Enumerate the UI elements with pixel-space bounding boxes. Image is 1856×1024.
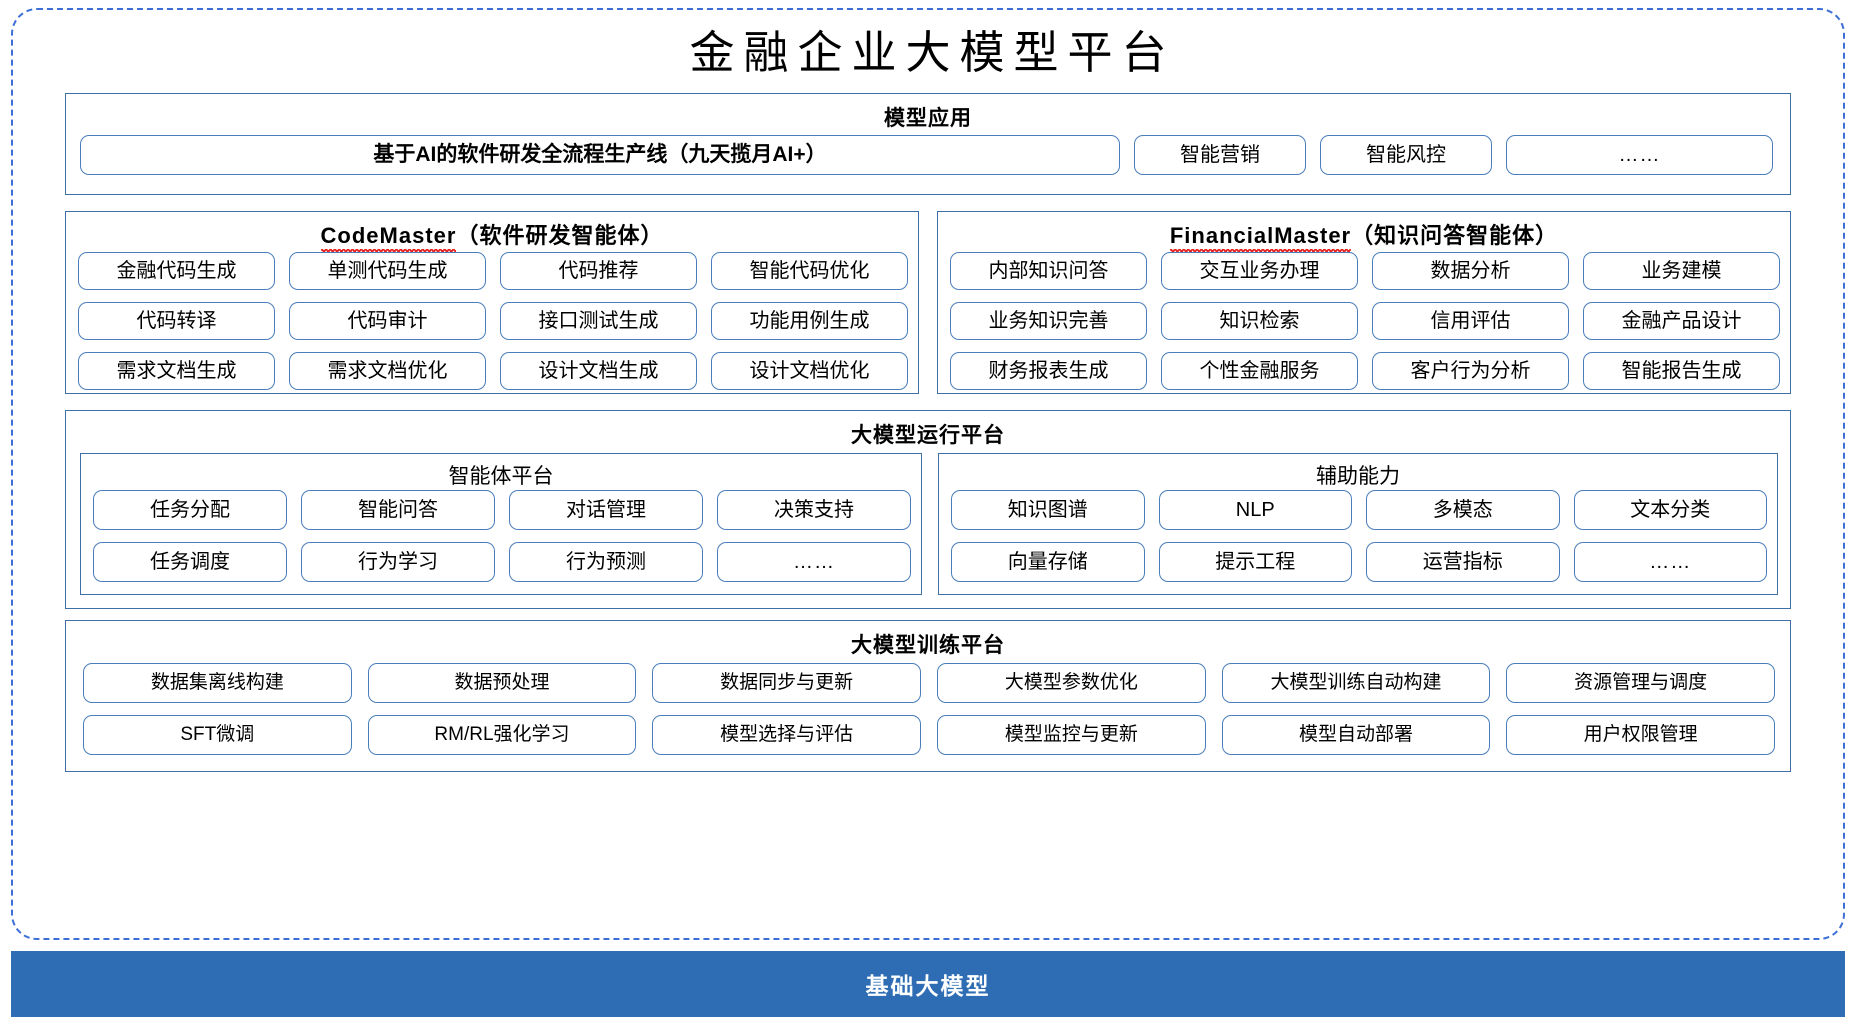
auxiliary-capability-grid: 知识图谱 NLP 多模态 文本分类 向量存储 提示工程 运营指标 …… [951, 490, 1767, 582]
capability-item[interactable]: 客户行为分析 [1372, 352, 1569, 390]
financialmaster-capability-grid: 内部知识问答 交互业务办理 数据分析 业务建模 业务知识完善 知识检索 信用评估… [950, 252, 1780, 390]
model-application-items: 基于AI的软件研发全流程生产线（九天揽月AI+） 智能营销 智能风控 …… [80, 135, 1777, 175]
capability-item[interactable]: 代码推荐 [500, 252, 697, 290]
capability-item[interactable]: 个性金融服务 [1161, 352, 1358, 390]
training-item[interactable]: 大模型训练自动构建 [1221, 663, 1491, 703]
training-item[interactable]: SFT微调 [83, 715, 352, 755]
runtime-item[interactable]: 提示工程 [1158, 542, 1352, 582]
codemaster-capability-grid: 金融代码生成 单测代码生成 代码推荐 智能代码优化 代码转译 代码审计 接口测试… [78, 252, 908, 390]
capability-item[interactable]: 交互业务办理 [1161, 252, 1358, 290]
training-item[interactable]: 大模型参数优化 [936, 663, 1206, 703]
capability-item[interactable]: 单测代码生成 [289, 252, 486, 290]
capability-item[interactable]: 智能代码优化 [711, 252, 908, 290]
training-item[interactable]: 数据同步与更新 [652, 663, 921, 703]
section-runtime-platform: 大模型运行平台 智能体平台 任务分配 智能问答 对话管理 决策支持 任务调度 行… [65, 410, 1791, 609]
section-agent-financialmaster: FinancialMaster（知识问答智能体） 内部知识问答 交互业务办理 数… [937, 211, 1791, 394]
training-item[interactable]: 模型自动部署 [1221, 715, 1491, 755]
subsection-auxiliary-capability: 辅助能力 知识图谱 NLP 多模态 文本分类 向量存储 提示工程 运营指标 …… [938, 453, 1778, 595]
training-item[interactable]: 数据集离线构建 [83, 663, 352, 703]
section-model-application: 模型应用 基于AI的软件研发全流程生产线（九天揽月AI+） 智能营销 智能风控 … [65, 93, 1791, 195]
capability-item[interactable]: 代码审计 [289, 302, 486, 340]
runtime-item[interactable]: 智能问答 [301, 490, 495, 530]
codemaster-latin-name: CodeMaster [320, 223, 457, 254]
section-title-runtime-platform: 大模型运行平台 [851, 424, 1005, 447]
app-item-smart-marketing[interactable]: 智能营销 [1134, 135, 1306, 175]
subsection-agent-platform: 智能体平台 任务分配 智能问答 对话管理 决策支持 任务调度 行为学习 行为预测… [80, 453, 922, 595]
training-item[interactable]: 模型选择与评估 [652, 715, 921, 755]
runtime-item[interactable]: 文本分类 [1573, 490, 1767, 530]
runtime-item[interactable]: 决策支持 [717, 490, 911, 530]
app-item-smart-risk-control[interactable]: 智能风控 [1320, 135, 1492, 175]
app-item-ai-pipeline[interactable]: 基于AI的软件研发全流程生产线（九天揽月AI+） [80, 135, 1120, 175]
capability-item[interactable]: 功能用例生成 [711, 302, 908, 340]
capability-item[interactable]: 智能报告生成 [1583, 352, 1780, 390]
capability-item[interactable]: 设计文档生成 [500, 352, 697, 390]
capability-item[interactable]: 需求文档生成 [78, 352, 275, 390]
capability-item[interactable]: 财务报表生成 [950, 352, 1147, 390]
section-title-codemaster: CodeMaster（软件研发智能体） [66, 218, 918, 254]
codemaster-cn-name: （软件研发智能体） [456, 223, 664, 248]
training-item[interactable]: 模型监控与更新 [936, 715, 1206, 755]
runtime-item-more[interactable]: …… [717, 542, 911, 582]
training-item[interactable]: 数据预处理 [367, 663, 637, 703]
capability-item[interactable]: 金融产品设计 [1583, 302, 1780, 340]
training-item[interactable]: 资源管理与调度 [1506, 663, 1775, 703]
capability-item[interactable]: 内部知识问答 [950, 252, 1147, 290]
runtime-item[interactable]: 行为学习 [301, 542, 495, 582]
financialmaster-latin-name: FinancialMaster [1169, 223, 1352, 254]
section-title-model-application: 模型应用 [884, 107, 972, 130]
section-title-financialmaster: FinancialMaster（知识问答智能体） [938, 218, 1790, 254]
runtime-item[interactable]: 知识图谱 [951, 490, 1145, 530]
base-model-label: 基础大模型 [865, 973, 991, 999]
section-title-training-platform: 大模型训练平台 [851, 634, 1005, 657]
runtime-item-more[interactable]: …… [1573, 542, 1767, 582]
runtime-item[interactable]: NLP [1158, 490, 1352, 530]
training-item[interactable]: 用户权限管理 [1506, 715, 1775, 755]
runtime-item[interactable]: 任务调度 [93, 542, 287, 582]
capability-item[interactable]: 知识检索 [1161, 302, 1358, 340]
app-item-more[interactable]: …… [1506, 135, 1773, 175]
capability-item[interactable]: 设计文档优化 [711, 352, 908, 390]
capability-item[interactable]: 代码转译 [78, 302, 275, 340]
base-model-bar: 基础大模型 [11, 951, 1845, 1017]
training-platform-grid: 数据集离线构建 数据预处理 数据同步与更新 大模型参数优化 大模型训练自动构建 … [83, 663, 1775, 755]
capability-item[interactable]: 需求文档优化 [289, 352, 486, 390]
runtime-item[interactable]: 向量存储 [951, 542, 1145, 582]
runtime-item[interactable]: 对话管理 [509, 490, 703, 530]
capability-item[interactable]: 业务知识完善 [950, 302, 1147, 340]
agent-platform-grid: 任务分配 智能问答 对话管理 决策支持 任务调度 行为学习 行为预测 …… [93, 490, 911, 582]
page-title: 金融企业大模型平台 [689, 28, 1176, 78]
financialmaster-cn-name: （知识问答智能体） [1351, 223, 1559, 248]
capability-item[interactable]: 信用评估 [1372, 302, 1569, 340]
capability-item[interactable]: 数据分析 [1372, 252, 1569, 290]
section-training-platform: 大模型训练平台 数据集离线构建 数据预处理 数据同步与更新 大模型参数优化 大模… [65, 620, 1791, 772]
runtime-item[interactable]: 运营指标 [1366, 542, 1560, 582]
runtime-item[interactable]: 任务分配 [93, 490, 287, 530]
subsection-title-auxiliary-capability: 辅助能力 [1316, 465, 1400, 488]
runtime-item[interactable]: 行为预测 [509, 542, 703, 582]
runtime-item[interactable]: 多模态 [1366, 490, 1560, 530]
section-agent-codemaster: CodeMaster（软件研发智能体） 金融代码生成 单测代码生成 代码推荐 智… [65, 211, 919, 394]
capability-item[interactable]: 业务建模 [1583, 252, 1780, 290]
capability-item[interactable]: 金融代码生成 [78, 252, 275, 290]
training-item[interactable]: RM/RL强化学习 [367, 715, 637, 755]
capability-item[interactable]: 接口测试生成 [500, 302, 697, 340]
subsection-title-agent-platform: 智能体平台 [448, 465, 554, 488]
